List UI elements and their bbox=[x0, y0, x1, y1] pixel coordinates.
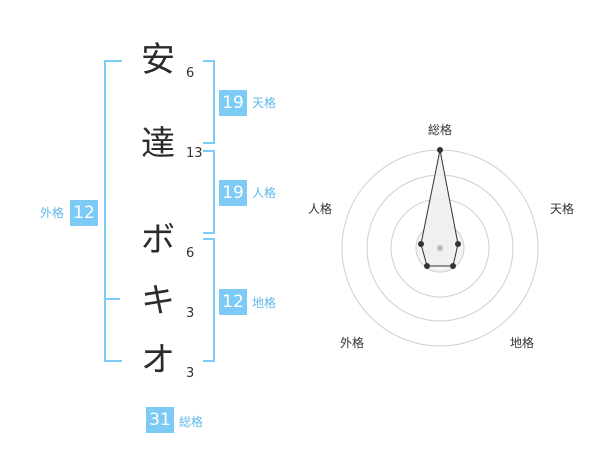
gaikaku-bracket-split bbox=[104, 298, 120, 300]
tenkaku-value: 19 bbox=[219, 90, 247, 116]
radar-label-top: 総格 bbox=[428, 123, 453, 137]
radar-label-bottom-left: 外格 bbox=[340, 336, 365, 350]
gaikaku-label: 外格 bbox=[40, 206, 65, 220]
radar-label-left: 人格 bbox=[308, 202, 333, 216]
radar-center bbox=[437, 245, 443, 251]
stroke-count-3: 6 bbox=[186, 246, 195, 261]
name-char-5: オ bbox=[141, 340, 175, 380]
jinkaku-label: 人格 bbox=[252, 186, 277, 200]
soukaku-label: 総格 bbox=[179, 415, 204, 429]
stroke-count-4: 3 bbox=[186, 306, 195, 321]
radar-point-bottom-left bbox=[424, 263, 430, 269]
jinkaku-value: 19 bbox=[219, 180, 247, 206]
gaikaku-bracket bbox=[104, 60, 122, 362]
radar-label-right: 天格 bbox=[550, 202, 575, 216]
radar-point-left bbox=[418, 241, 424, 247]
tenkaku-label: 天格 bbox=[252, 96, 277, 110]
name-char-3: ボ bbox=[141, 220, 175, 260]
chikaku-bracket bbox=[203, 238, 215, 362]
chikaku-value: 12 bbox=[219, 289, 247, 315]
chikaku-label: 地格 bbox=[252, 296, 277, 310]
radar-point-top bbox=[437, 147, 443, 153]
tenkaku-bracket bbox=[203, 60, 215, 144]
stroke-count-1: 6 bbox=[186, 66, 195, 81]
gaikaku-value: 12 bbox=[70, 200, 98, 226]
radar-polygon bbox=[420, 149, 459, 267]
name-char-4: キ bbox=[141, 281, 175, 321]
radar-point-bottom-right bbox=[450, 263, 456, 269]
radar-point-right bbox=[455, 241, 461, 247]
soukaku-value: 31 bbox=[146, 407, 174, 433]
stroke-count-2: 13 bbox=[186, 146, 203, 161]
stroke-count-5: 3 bbox=[186, 366, 195, 381]
jinkaku-bracket bbox=[203, 150, 215, 234]
radar-chart bbox=[341, 147, 539, 347]
radar-label-bottom-right: 地格 bbox=[510, 336, 535, 350]
name-char-1: 安 bbox=[141, 40, 175, 80]
name-char-2: 達 bbox=[141, 124, 175, 164]
